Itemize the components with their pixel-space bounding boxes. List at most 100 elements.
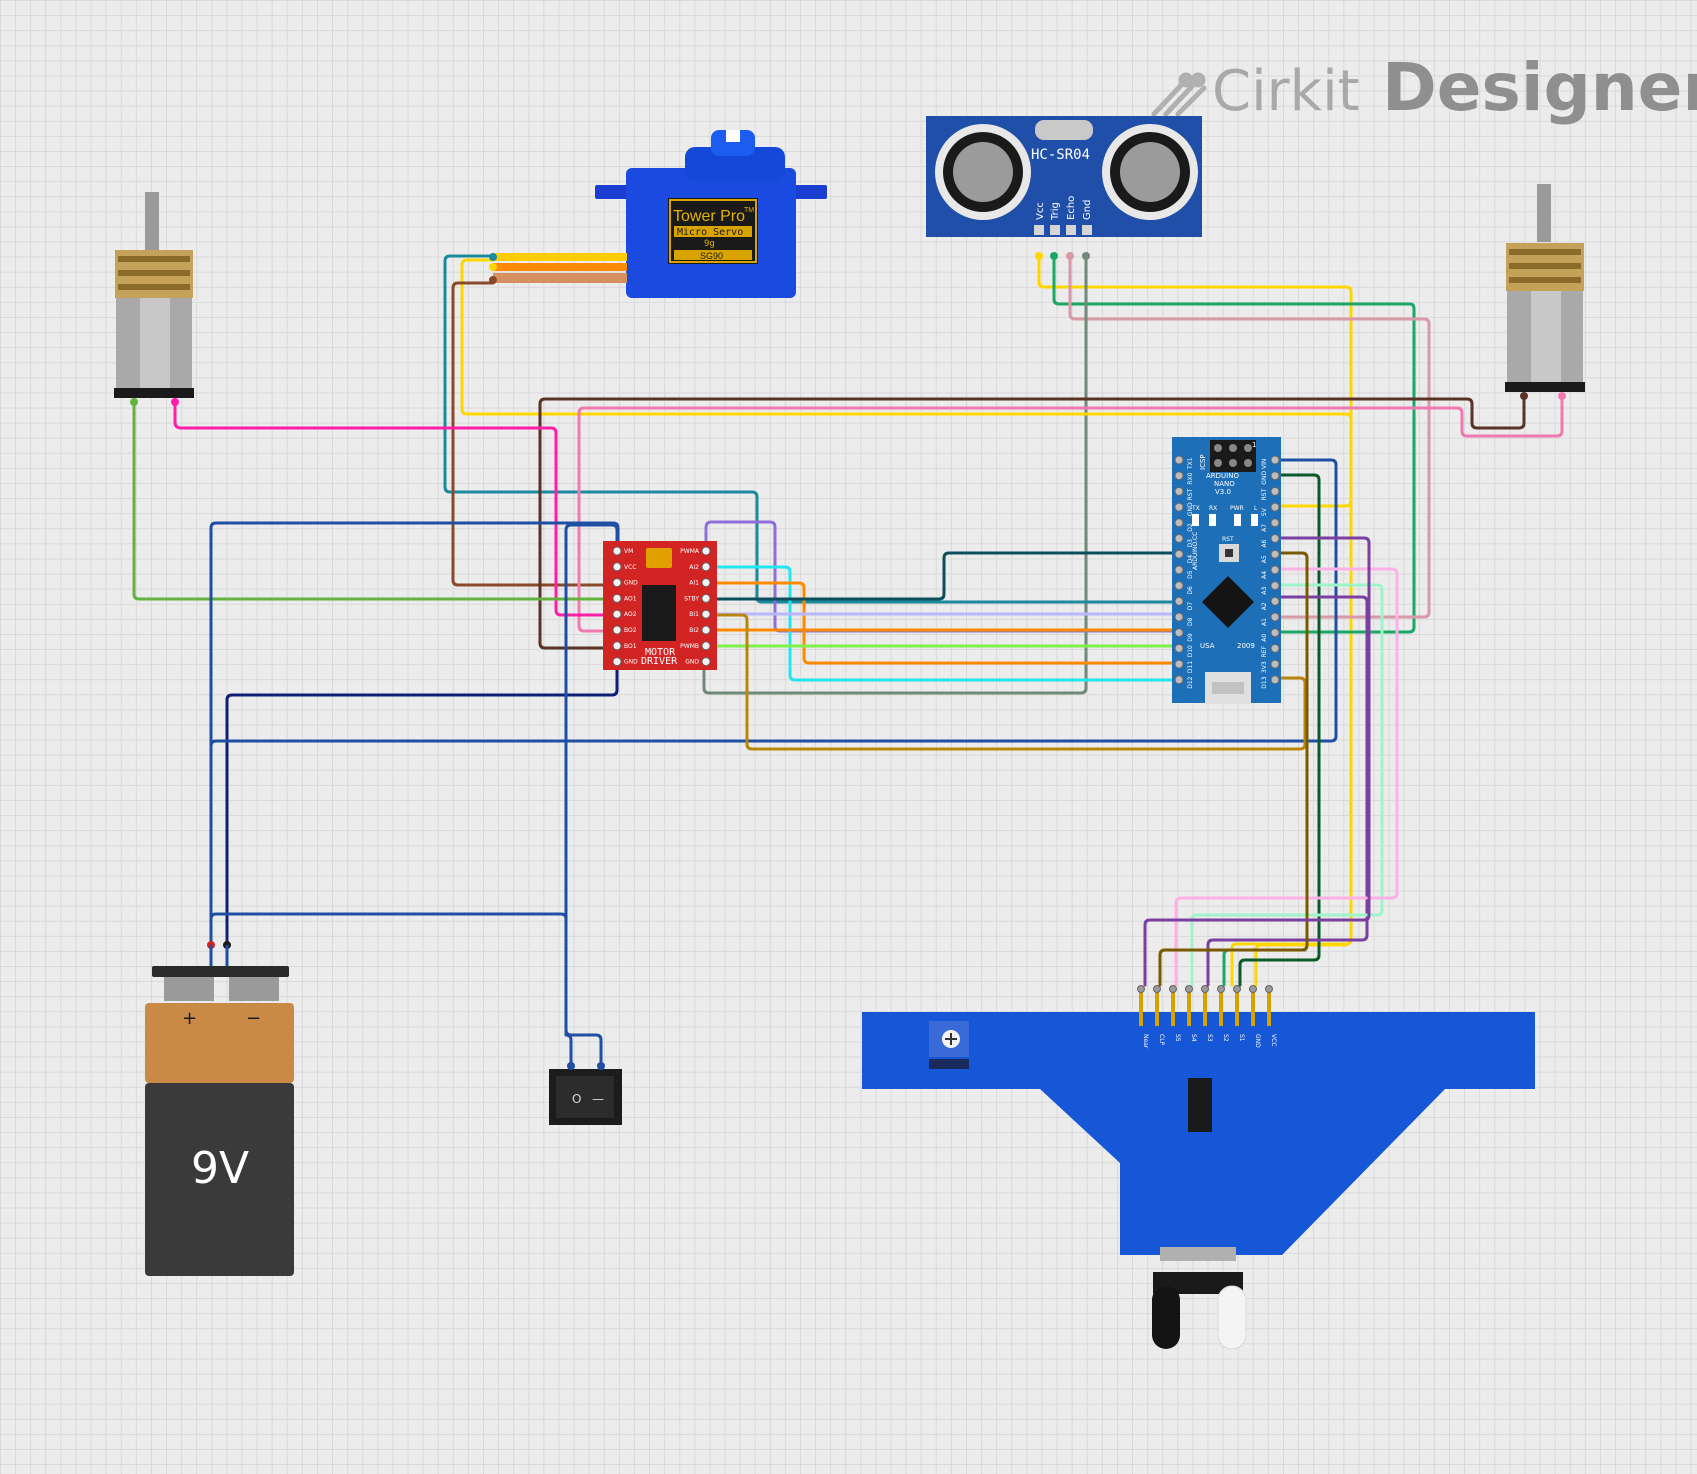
arduino-pin-vin-right[interactable] (1270, 455, 1280, 465)
arduino-pin-d6-left[interactable] (1174, 581, 1184, 591)
arduino-pin-rst-left[interactable] (1174, 486, 1184, 496)
ultrasonic-hc-sr04[interactable]: HC-SR04 Vcc Trig Echo Gnd (926, 116, 1202, 260)
wire-switch-a[interactable] (564, 523, 619, 1068)
driver-pin-vm-left[interactable] (612, 546, 622, 556)
arduino-pin-d13-right[interactable] (1270, 675, 1280, 685)
ultrasonic-pin-trig[interactable] (1050, 252, 1058, 260)
battery-9v[interactable]: + − 9V (145, 941, 294, 1276)
arduino-pin-a5-right[interactable] (1270, 549, 1280, 559)
driver-pin-bo1-left[interactable] (612, 641, 622, 651)
rocker-switch[interactable]: O — (549, 1062, 622, 1125)
wire-switch-b[interactable] (209, 912, 603, 1068)
motor-left-pin-b[interactable] (171, 398, 179, 406)
driver-pin-pwma-right[interactable] (701, 546, 711, 556)
arduino-pin-a6-right[interactable] (1270, 534, 1280, 543)
driver-pin-ai1-right[interactable] (701, 578, 711, 588)
line-sensor-pin-clp[interactable] (1153, 985, 1161, 993)
arduino-pin-ref-right[interactable] (1270, 643, 1280, 653)
motor-right-pin-a[interactable] (1520, 392, 1528, 400)
arduino-pin-gnd-right[interactable] (1270, 471, 1280, 481)
arduino-pin-a4-right[interactable] (1270, 565, 1280, 575)
line-sensor-pin-near[interactable] (1137, 985, 1145, 993)
driver-pin-gnd-right[interactable] (701, 657, 711, 667)
arduino-pin-gnd-left[interactable] (1174, 502, 1184, 512)
arduino-pin-d3-left[interactable] (1174, 534, 1184, 543)
arduino-pin-tx1-left[interactable] (1174, 455, 1184, 465)
driver-pin-stby-right[interactable] (701, 593, 711, 603)
line-sensor-pin-gnd[interactable] (1249, 985, 1257, 993)
gear-motor-left[interactable] (114, 192, 194, 406)
arduino-pin-rx0-left[interactable] (1174, 471, 1184, 481)
switch-pin-b[interactable] (597, 1062, 605, 1070)
wire-ls-s2[interactable] (1206, 595, 1369, 987)
driver-pin-pwmb-right[interactable] (701, 641, 711, 651)
wire-ai2[interactable] (704, 565, 1180, 682)
wire-ls-s3[interactable] (1190, 583, 1384, 987)
arduino-pin-d12-left[interactable] (1174, 675, 1184, 685)
driver-pin-vcc-left[interactable] (612, 562, 622, 572)
wire-servo-gnd[interactable] (451, 281, 614, 587)
driver-pin-ao1-left[interactable] (612, 593, 622, 603)
wire-motor-right-b[interactable] (577, 396, 1564, 633)
driver-pin-bi2-right[interactable] (701, 625, 711, 635)
wire-ls-clp[interactable] (1143, 536, 1371, 987)
arduino-pin-a0-right[interactable] (1270, 628, 1280, 638)
motor-left-pin-a[interactable] (130, 398, 138, 406)
ultrasonic-pin-gnd[interactable] (1082, 252, 1090, 260)
arduino-pin-d4-left[interactable] (1174, 549, 1184, 559)
driver-pin-ao2-left[interactable] (612, 609, 622, 619)
wire-ls-s4[interactable] (1174, 567, 1399, 987)
arduino-pin-d8-left[interactable] (1174, 612, 1184, 622)
arduino-pin-a1-right[interactable] (1270, 612, 1280, 622)
ultrasonic-pin-vcc[interactable] (1035, 252, 1043, 260)
arduino-pin-d9-left[interactable] (1174, 628, 1184, 638)
arduino-pin-d11-left[interactable] (1174, 659, 1184, 669)
driver-pin-ai2-right[interactable] (701, 562, 711, 572)
arduino-pin-d2-left[interactable] (1174, 518, 1184, 528)
gear-motor-right[interactable] (1505, 184, 1585, 400)
wire-ls-gnd[interactable] (1238, 473, 1321, 987)
wire-driver-vcc-arduino[interactable] (209, 458, 1338, 762)
wire-ls-s1[interactable] (1222, 948, 1307, 987)
wire-battery-plus[interactable] (209, 521, 620, 947)
arduino-pin-a7-right[interactable] (1270, 518, 1280, 528)
wire-ls-s5[interactable] (1158, 551, 1309, 987)
switch-pin-a[interactable] (567, 1062, 575, 1070)
arduino-pin-5v-right[interactable] (1270, 502, 1280, 512)
line-sensor-pin-s5[interactable] (1169, 985, 1177, 993)
line-sensor-pin-s3[interactable] (1201, 985, 1209, 993)
servo-pin-gnd[interactable] (489, 276, 497, 284)
arduino-pin-d7-left[interactable] (1174, 596, 1184, 606)
wire-motor-right-a[interactable] (538, 396, 1526, 650)
wire-ultrasonic-echo[interactable] (1068, 252, 1431, 619)
driver-pin-bi1-right[interactable] (701, 609, 711, 619)
servo-pin-signal[interactable] (489, 253, 497, 261)
wire-driver-gnd[interactable] (704, 613, 1307, 751)
wire-ultrasonic-trig[interactable] (1052, 252, 1416, 634)
arduino-nano[interactable]: ICSP 1 ARDUINO NANO V3.0 TX RX PWR L RST… (1172, 437, 1281, 704)
wire-ai1[interactable] (704, 581, 1180, 665)
wire-motor-left-a[interactable] (173, 400, 614, 617)
wire-ultrasonic-gnd[interactable] (702, 252, 1088, 695)
driver-pin-gnd-left[interactable] (612, 657, 622, 667)
wire-motor-left-b[interactable] (132, 400, 614, 601)
servo-sg90[interactable]: Tower Pro TM Micro Servo 9g SG90 (489, 130, 827, 298)
line-sensor-pin-s2[interactable] (1217, 985, 1225, 993)
motor-right-pin-b[interactable] (1558, 392, 1566, 400)
arduino-pin-d5-left[interactable] (1174, 565, 1184, 575)
wire-stby[interactable] (704, 551, 1180, 601)
driver-pin-gnd-left[interactable] (612, 578, 622, 588)
arduino-pin-d10-left[interactable] (1174, 643, 1184, 653)
wire-servo-vcc[interactable] (460, 258, 1353, 508)
wire-battery-minus[interactable] (225, 660, 619, 947)
ultrasonic-pin-echo[interactable] (1066, 252, 1074, 260)
servo-pin-vcc[interactable] (489, 263, 497, 271)
arduino-pin-a2-right[interactable] (1270, 596, 1280, 606)
driver-pin-bo2-left[interactable] (612, 625, 622, 635)
line-sensor-pin-vcc[interactable] (1265, 985, 1273, 993)
arduino-pin-rst-right[interactable] (1270, 486, 1280, 496)
line-sensor-pin-s1[interactable] (1233, 985, 1241, 993)
arduino-pin-a3-right[interactable] (1270, 581, 1280, 591)
